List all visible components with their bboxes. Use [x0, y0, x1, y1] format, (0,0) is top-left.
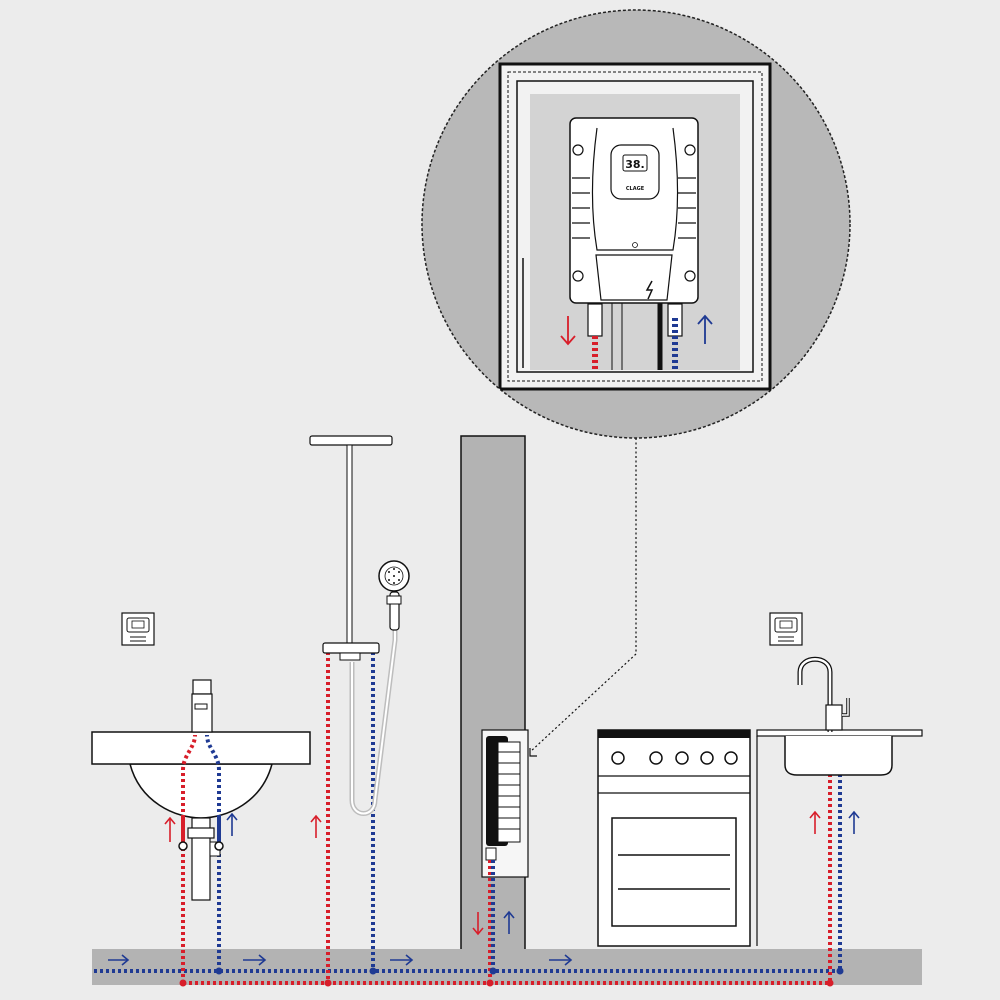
cold-flow-arrow-icon — [503, 910, 515, 934]
pipe-junctions — [179, 967, 844, 987]
wash-basin — [91, 679, 311, 901]
hot-flow-arrow-icon — [310, 814, 322, 838]
kitchen-counter — [756, 729, 923, 737]
angle-valve-hot — [178, 841, 188, 851]
power-bolt-icon — [645, 280, 654, 300]
stove-knobs — [611, 751, 738, 765]
small-heater-fitting — [485, 847, 497, 861]
kitchen-stove — [597, 729, 751, 947]
cold-flow-arrow-icon — [549, 954, 573, 966]
hot-outlet-fitting — [587, 303, 603, 337]
hot-flow-arrow-icon — [560, 316, 576, 346]
basin-tap-lever — [192, 679, 212, 695]
hot-flow-arrow-icon — [809, 810, 821, 834]
oven-door — [611, 817, 737, 927]
basin-tap — [191, 693, 213, 733]
floor-slab — [92, 949, 922, 985]
cold-flow-arrow-icon — [697, 314, 713, 344]
rain-shower-head — [309, 435, 393, 446]
cold-flow-arrow-icon — [226, 812, 238, 836]
shower-mixer — [322, 642, 380, 654]
floor-flow-arrows — [108, 954, 573, 966]
remote-control-bathroom — [121, 612, 155, 646]
heater-ribs — [572, 177, 696, 239]
niche-dashed-edge — [507, 71, 763, 382]
heater-unit-large: 38. CLAGE — [569, 117, 699, 304]
terminal-cover — [595, 254, 673, 301]
cold-flow-arrow-icon — [243, 954, 267, 966]
remote-control-kitchen — [769, 612, 803, 646]
angle-valve-cold — [214, 841, 224, 851]
display-temperature: 38. — [625, 158, 645, 171]
vertical-flow-arrows — [164, 810, 860, 936]
hot-flow-arrow-icon — [164, 816, 176, 842]
kitchen-sink — [756, 656, 923, 946]
hot-flow-arrow-icon — [472, 912, 484, 936]
display-brand: CLAGE — [626, 186, 645, 192]
heater-connections-large — [560, 303, 713, 370]
cold-flow-arrow-icon — [108, 954, 130, 966]
cold-flow-arrow-icon — [848, 810, 860, 834]
basin-counter — [91, 731, 311, 765]
cold-flow-arrow-icon — [390, 954, 414, 966]
zoom-detail: 38. CLAGE — [421, 9, 851, 439]
sink-basin — [784, 736, 893, 776]
shower-rod — [346, 444, 353, 646]
basin-bowl — [129, 763, 273, 819]
faucet-lever — [842, 698, 850, 717]
shower — [309, 435, 410, 816]
mounting-hole-icon — [572, 144, 696, 282]
power-button-icon — [632, 242, 638, 248]
heater-unit-small — [481, 729, 529, 878]
